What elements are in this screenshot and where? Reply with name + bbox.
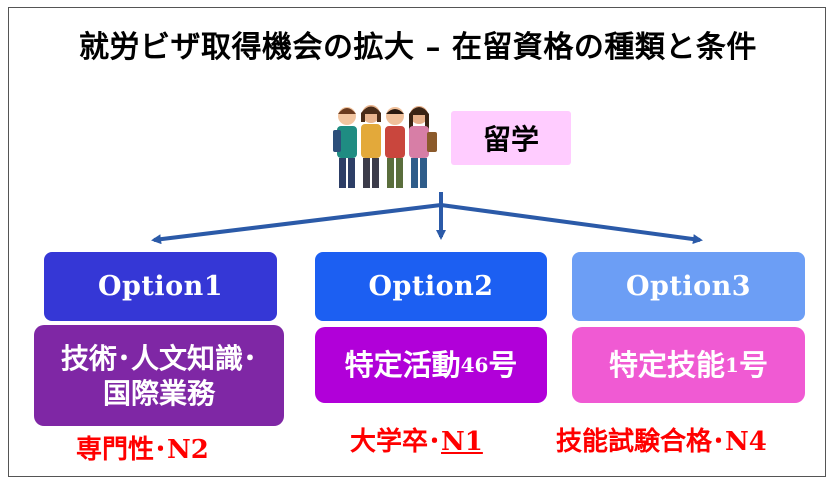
visa3-main: 特定技能 xyxy=(609,347,726,382)
visa-engineer-humanities-box: 技術･人文知識･ 国際業務 xyxy=(34,325,284,426)
visa3-number: 1 xyxy=(725,352,739,377)
students-illustration xyxy=(333,105,437,188)
page-title: 就労ビザ取得機会の拡大 – 在留資格の種類と条件 xyxy=(79,30,757,65)
requirement-option3: 技能試験合格･N4 xyxy=(556,427,767,457)
study-abroad-box: 留学 xyxy=(451,111,571,165)
arrow-to-option1 xyxy=(151,203,442,245)
requirement-option1: 専門性･N2 xyxy=(76,435,209,465)
option3-box: Option3 xyxy=(572,252,805,321)
visa2-suffix: 号 xyxy=(488,347,518,382)
requirement2-n1: N1 xyxy=(441,427,483,457)
visa2-main: 特定活動 xyxy=(344,347,461,382)
requirement-option2: 大学卒･N1 xyxy=(350,421,483,458)
option1-box: Option1 xyxy=(44,252,277,321)
visa2-number: 46 xyxy=(460,352,489,377)
visa1-line1: 技術･人文知識･ xyxy=(60,341,257,375)
visa1-line2: 国際業務 xyxy=(102,376,215,410)
arrow-to-option3 xyxy=(440,203,703,245)
option2-box: Option2 xyxy=(315,252,547,321)
visa3-suffix: 号 xyxy=(738,347,768,382)
requirement2-main: 大学卒･ xyxy=(350,427,442,457)
